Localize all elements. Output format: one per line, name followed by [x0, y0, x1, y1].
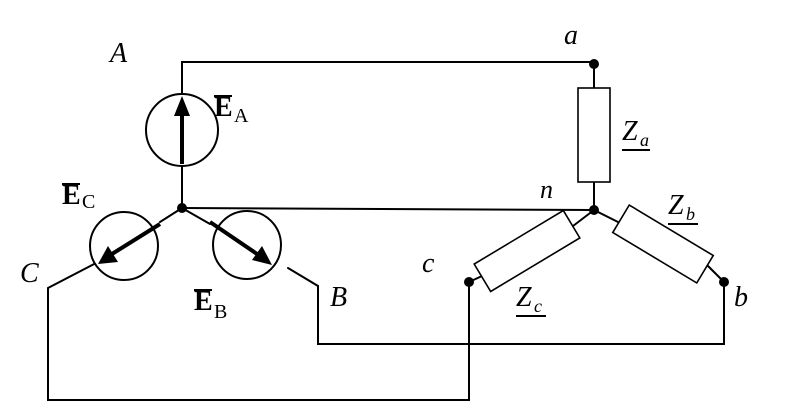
source-ec-arrow-icon: [98, 222, 162, 264]
svg-text:B: B: [214, 301, 227, 323]
svg-text:E: E: [62, 180, 81, 211]
svg-text:Z: Z: [516, 282, 532, 313]
node-label-a: a: [564, 20, 578, 51]
load-label-za: Z a: [622, 116, 650, 151]
wire-phase-a: [181, 61, 595, 209]
node-label-C: C: [20, 258, 39, 289]
wire-neutral: [181, 207, 595, 211]
svg-text:Z: Z: [622, 116, 638, 147]
load-label-zb: Z b: [668, 190, 698, 225]
node-label-b: b: [734, 282, 748, 313]
source-eb-arrow-icon: [208, 220, 272, 265]
load-za-resistor: [577, 87, 611, 183]
node-label-A: A: [108, 38, 128, 69]
junction-source-neutral: [177, 203, 187, 213]
svg-text:c: c: [534, 296, 542, 316]
wire-b-outer: [287, 267, 725, 345]
source-label-ea: E A: [214, 92, 249, 127]
svg-text:A: A: [234, 105, 249, 127]
wire-c-outer: [47, 261, 470, 401]
svg-text:E: E: [214, 92, 233, 123]
load-zb-resistor: [611, 203, 715, 285]
load-label-zc: Z c: [516, 282, 546, 317]
svg-text:b: b: [686, 204, 695, 224]
svg-text:E: E: [194, 286, 213, 317]
source-label-eb: E B: [194, 286, 227, 323]
node-label-c: c: [422, 248, 435, 279]
source-ea-arrow-icon: [174, 96, 190, 164]
junction-load-neutral: [589, 205, 599, 215]
node-label-B: B: [330, 282, 347, 313]
terminal-c: [464, 277, 474, 287]
svg-text:Z: Z: [668, 190, 684, 221]
load-zc-resistor: [473, 209, 581, 293]
source-label-ec: E C: [62, 180, 95, 213]
wire-source-b: [181, 207, 211, 225]
node-label-n: n: [540, 175, 553, 204]
terminal-a: [589, 59, 599, 69]
terminal-b: [719, 277, 729, 287]
svg-text:C: C: [82, 191, 95, 213]
svg-text:a: a: [640, 130, 649, 150]
